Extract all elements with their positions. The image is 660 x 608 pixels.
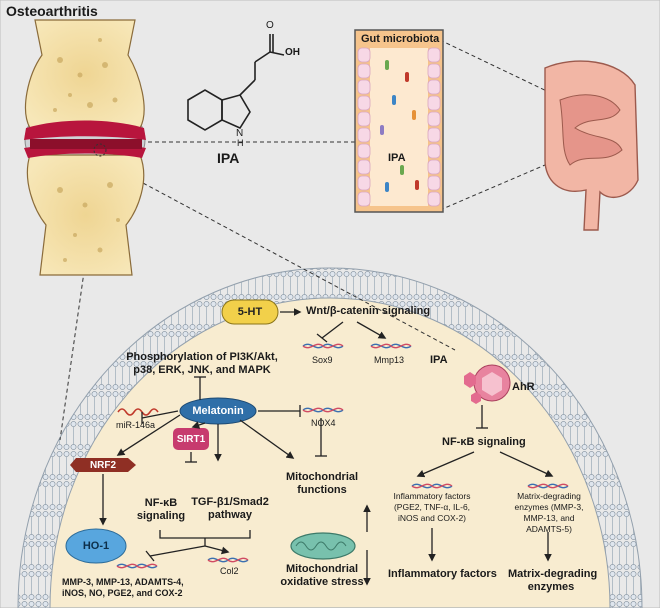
nfkb-right-label: NF-κB signaling	[442, 436, 526, 448]
bottom-list-line2: iNOS, NO, PGE2, and COX-2	[62, 588, 183, 598]
wnt-label: Wnt/β-catenin signaling	[306, 305, 431, 317]
nox4-label: NOX4	[311, 418, 336, 428]
matrix-list-line1: Matrix-degrading	[517, 491, 581, 501]
dna-sox9	[302, 343, 344, 349]
inflam-list-line2: (PGE2, TNF-α, IL-6,	[393, 502, 471, 512]
gut-ipa-label: IPA	[388, 152, 406, 164]
tgf-line1: TGF-β1/Smad2	[191, 496, 269, 508]
mitochondrion	[290, 532, 356, 560]
matrix-list-line2: enzymes (MMP-3,	[514, 502, 584, 512]
nrf2-label: NRF2	[89, 459, 117, 471]
dna-matrix	[527, 483, 569, 489]
phospho-line1: Phosphorylation of PI3K/Akt,	[126, 351, 278, 363]
mito-functions-line1: Mitochondrial	[285, 471, 359, 483]
gut-microbiota-panel	[354, 29, 444, 213]
melatonin-label: Melatonin	[192, 405, 244, 417]
nfkb-left-line1: NF-κB	[144, 497, 178, 509]
ho1-label: HO-1	[82, 540, 110, 552]
gut-microbiota-label: Gut microbiota	[361, 33, 440, 45]
mito-functions-line2: functions	[297, 484, 347, 496]
ipa-molecule-h: H	[237, 138, 244, 148]
tgf-line2: pathway	[207, 509, 252, 521]
bacteria	[380, 60, 419, 192]
knee-joint-illustration	[24, 19, 146, 276]
title: Osteoarthritis	[6, 3, 98, 19]
ipa-label: IPA	[217, 150, 240, 166]
matrix-out-line1: Matrix-degrading	[508, 568, 598, 580]
arrows	[99, 308, 554, 586]
mito-stress-line1: Mitochondrial	[285, 563, 359, 575]
matrix-out-line2: enzymes	[527, 581, 575, 593]
dna-mmp13	[370, 343, 412, 349]
matrix-list-line3: MMP-13, and	[523, 513, 575, 523]
dna-nox4	[302, 407, 344, 413]
sirt1-shape	[173, 428, 209, 450]
inflam-list-line3: iNOS and COX-2)	[397, 513, 467, 523]
ahr-label: AhR	[512, 381, 535, 393]
nrf2-shape	[70, 458, 136, 472]
ipa-molecule-oh: OH	[285, 47, 300, 58]
matrix-list-line4: ADAMTS-5)	[526, 524, 572, 534]
mir146a-label: miR-146a	[116, 420, 156, 430]
five-ht-label: 5-HT	[237, 306, 263, 318]
ipa-molecule-o: O	[266, 20, 274, 31]
inflam-list-line1: Inflammatory factors	[393, 491, 471, 501]
inflam-out-label: Inflammatory factors	[388, 568, 497, 580]
mir146a-glyph	[117, 408, 159, 416]
dna-inflammatory	[411, 483, 453, 489]
phospho-line2: p38, ERK, JNK, and MAPK	[133, 364, 271, 376]
intestine-illustration	[544, 60, 639, 231]
mmp13-label: Mmp13	[374, 355, 405, 365]
sirt1-label: SIRT1	[176, 433, 206, 445]
ipa-cell-label: IPA	[430, 354, 448, 366]
zoom-lines	[59, 39, 556, 441]
ahr-receptor	[473, 364, 511, 402]
dna-col2	[207, 557, 249, 563]
mito-stress-line2: oxidative stress	[280, 576, 364, 588]
ho1-shape	[65, 528, 127, 564]
dna-bottom-left	[116, 563, 158, 569]
nfkb-left-line2: signaling	[136, 510, 186, 522]
sox9-label: Sox9	[312, 355, 333, 365]
ipa-molecules-cell	[464, 372, 481, 404]
bottom-list-line1: MMP-3, MMP-13, ADAMTS-4,	[62, 577, 184, 587]
five-ht-pill	[221, 299, 279, 325]
ipa-molecule	[187, 34, 285, 131]
col2-label: Col2	[220, 566, 239, 576]
ipa-molecule-n: N	[236, 128, 244, 139]
